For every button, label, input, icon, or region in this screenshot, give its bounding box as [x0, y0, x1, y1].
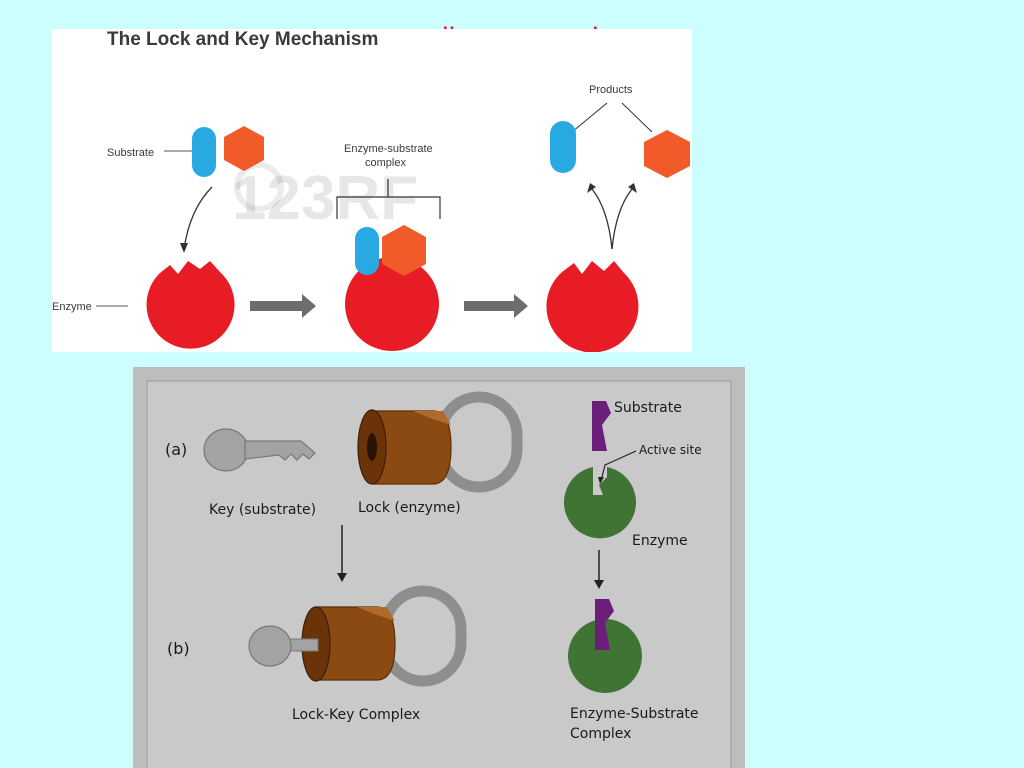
down-arrow-right-head	[594, 580, 604, 589]
product-orange-piece	[644, 130, 690, 178]
step-arrow-1	[250, 294, 316, 318]
figure-heading: The Lock and Key Mechanism	[107, 29, 378, 50]
release-arrow-left-head	[587, 183, 596, 193]
binding-arrow-head	[180, 243, 188, 253]
substrate-piece-bound	[595, 599, 614, 650]
step-arrow-2	[464, 294, 528, 318]
lock-key-comparison-svg: (a) (b) Key (substrate) Lock (enzyme)	[133, 367, 745, 768]
substrate-label: Substrate	[107, 147, 154, 159]
lock-label: Lock (enzyme)	[358, 500, 461, 516]
substrate-label-b: Substrate	[614, 400, 682, 416]
substrate-orange-piece	[224, 126, 264, 171]
complex-label-line1: Enzyme-substrate	[344, 143, 433, 155]
lock-key-complex-icon	[248, 585, 467, 687]
lock-key-mechanism-svg: 123RF The Lock and Key Mechanism Substra…	[52, 29, 690, 352]
enzyme-green-a	[564, 467, 636, 539]
release-arrow-left	[591, 188, 613, 250]
enzyme-3	[546, 261, 639, 352]
watermark-camera-icon	[234, 162, 284, 212]
products-line-right	[621, 102, 653, 133]
release-arrow-right-head	[628, 183, 637, 193]
products-line-left	[571, 102, 608, 133]
product-blue-piece	[550, 121, 576, 173]
release-arrow-right	[611, 188, 633, 250]
active-site-pointer	[600, 450, 637, 482]
substrate-piece	[592, 401, 611, 451]
es-complex-label-line2: Complex	[570, 726, 631, 742]
complex-blue-piece	[355, 227, 379, 275]
enzyme-label: Enzyme	[52, 301, 92, 313]
key-label: Key (substrate)	[209, 502, 316, 518]
lock-key-mechanism-figure: 123RF The Lock and Key Mechanism Substra…	[52, 29, 692, 352]
watermark: 123RF	[232, 164, 418, 233]
enzyme-green-b	[568, 619, 642, 693]
enzyme-1	[146, 261, 235, 349]
active-site-label: Active site	[639, 443, 702, 457]
complex-orange-piece	[382, 225, 426, 276]
enzyme-label-b: Enzyme	[632, 533, 688, 549]
enzyme-2	[345, 257, 439, 351]
lock-key-comparison-figure: (a) (b) Key (substrate) Lock (enzyme)	[133, 367, 745, 768]
binding-arrow	[183, 186, 213, 250]
padlock-icon	[357, 391, 523, 493]
es-complex-label-line1: Enzyme-Substrate	[570, 706, 699, 722]
down-arrow-left-head	[337, 573, 347, 582]
substrate-blue-piece	[192, 127, 216, 177]
complex-label-line2: complex	[365, 157, 406, 169]
key-icon	[203, 428, 316, 472]
active-site-pointer-head	[598, 477, 604, 484]
row-a-label: (a)	[165, 440, 187, 459]
products-label: Products	[589, 84, 633, 96]
row-b-label: (b)	[167, 639, 190, 658]
lock-key-complex-label: Lock-Key Complex	[292, 707, 420, 723]
